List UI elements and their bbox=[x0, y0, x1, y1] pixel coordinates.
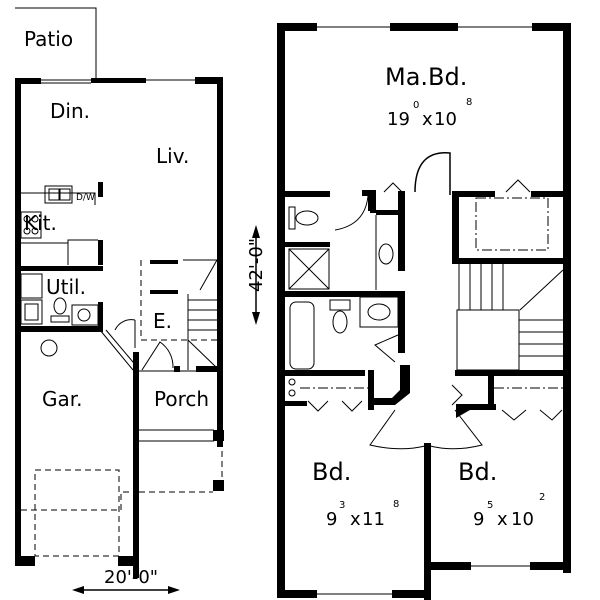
wall-util-top bbox=[15, 266, 103, 271]
wall-garage-top bbox=[15, 326, 103, 332]
bedroom-right-dimensions: 9 5 x 10 2 bbox=[473, 492, 545, 530]
wall-top-mid bbox=[91, 78, 146, 83]
svg-text:3: 3 bbox=[339, 500, 345, 511]
range-stove bbox=[20, 211, 42, 239]
room-label-bedroom-right: Bd. bbox=[458, 458, 497, 486]
dishwasher-label: D/W bbox=[76, 193, 95, 203]
svg-text:8: 8 bbox=[393, 499, 399, 510]
bedroom-left-dimensions: 9 3 x 11 8 bbox=[326, 499, 399, 530]
svg-text:9: 9 bbox=[473, 509, 484, 530]
wall-top-right bbox=[195, 77, 223, 84]
room-label-master-bedroom: Ma.Bd. bbox=[385, 63, 467, 91]
patio-outline bbox=[15, 7, 97, 78]
svg-text:x: x bbox=[422, 109, 433, 130]
wall-garage-right bbox=[133, 352, 139, 578]
room-label-patio: Patio bbox=[24, 27, 73, 51]
depth-dimension-label: 42'-0" bbox=[246, 238, 267, 292]
master-bedroom-dimensions: 19 0 x 10 8 bbox=[387, 97, 472, 130]
wall-left bbox=[277, 23, 285, 598]
svg-text:19: 19 bbox=[387, 109, 410, 130]
svg-text:10: 10 bbox=[434, 109, 457, 130]
room-label-bedroom-left: Bd. bbox=[312, 458, 351, 486]
bathtub bbox=[289, 301, 315, 370]
svg-text:x: x bbox=[350, 509, 361, 530]
svg-text:8: 8 bbox=[466, 97, 472, 108]
car-outline bbox=[34, 469, 120, 557]
wall-between-bedrooms bbox=[424, 443, 431, 600]
svg-text:5: 5 bbox=[487, 500, 493, 511]
wall-left-lower bbox=[15, 220, 21, 566]
wall-top-left bbox=[15, 78, 41, 84]
water-heater-icon bbox=[40, 339, 58, 357]
room-label-utility: Util. bbox=[46, 275, 86, 299]
depth-dimension: 42'-0" bbox=[246, 225, 267, 325]
room-label-entry: E. bbox=[153, 309, 172, 333]
svg-text:11: 11 bbox=[362, 509, 385, 530]
washer bbox=[20, 273, 43, 299]
room-label-dining: Din. bbox=[50, 99, 90, 123]
svg-text:x: x bbox=[497, 509, 508, 530]
toilet-icon bbox=[53, 297, 67, 315]
wall-left-upper bbox=[15, 78, 21, 226]
wall-right bbox=[217, 77, 223, 447]
first-floor-plan: Patio D/W Kit. Util. bbox=[15, 7, 224, 594]
width-dimension-label: 20'-0" bbox=[104, 567, 158, 588]
sink-icon bbox=[71, 304, 99, 326]
dryer bbox=[20, 299, 43, 325]
svg-text:2: 2 bbox=[539, 492, 545, 503]
room-label-living: Liv. bbox=[156, 144, 189, 168]
second-floor-plan: Ma.Bd. 19 0 x 10 8 bbox=[277, 23, 571, 600]
wall-right bbox=[563, 23, 571, 573]
svg-text:10: 10 bbox=[511, 509, 534, 530]
porch-post bbox=[213, 430, 224, 441]
room-label-garage: Gar. bbox=[42, 387, 83, 411]
room-label-kitchen: Kit. bbox=[24, 211, 57, 235]
room-label-porch: Porch bbox=[154, 387, 209, 411]
porch-post bbox=[213, 480, 224, 491]
svg-text:9: 9 bbox=[326, 509, 337, 530]
svg-text:0: 0 bbox=[413, 100, 419, 111]
